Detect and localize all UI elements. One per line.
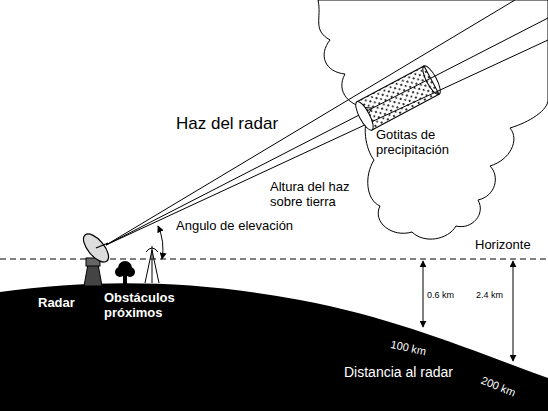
horizon-label: Horizonte [475,238,545,253]
antenna-mast [145,246,159,283]
sample-volume [353,64,444,133]
tree-obstacle [115,261,135,284]
height-value: 2.4 km [476,290,510,300]
height-arrow [423,261,424,327]
cloud-label: Gotitas de precipitación [376,128,476,158]
radar-beam [106,0,548,245]
angle-label: Angulo de elevación [176,219,336,234]
height-value: 0.6 km [427,290,467,300]
radar-antenna [79,230,113,286]
height-label: Altura del haz sobre tierra [270,180,370,210]
beam-label: Haz del radar [176,114,306,134]
horizon-line [0,259,548,260]
radar-label: Radar [38,296,88,311]
obstacles-label: Obstáculos próximos [104,291,184,321]
height-arrow [513,261,514,361]
elevation-arc [158,226,163,259]
earth-ground [0,283,548,411]
distance-label: Distancia al radar [344,364,484,380]
